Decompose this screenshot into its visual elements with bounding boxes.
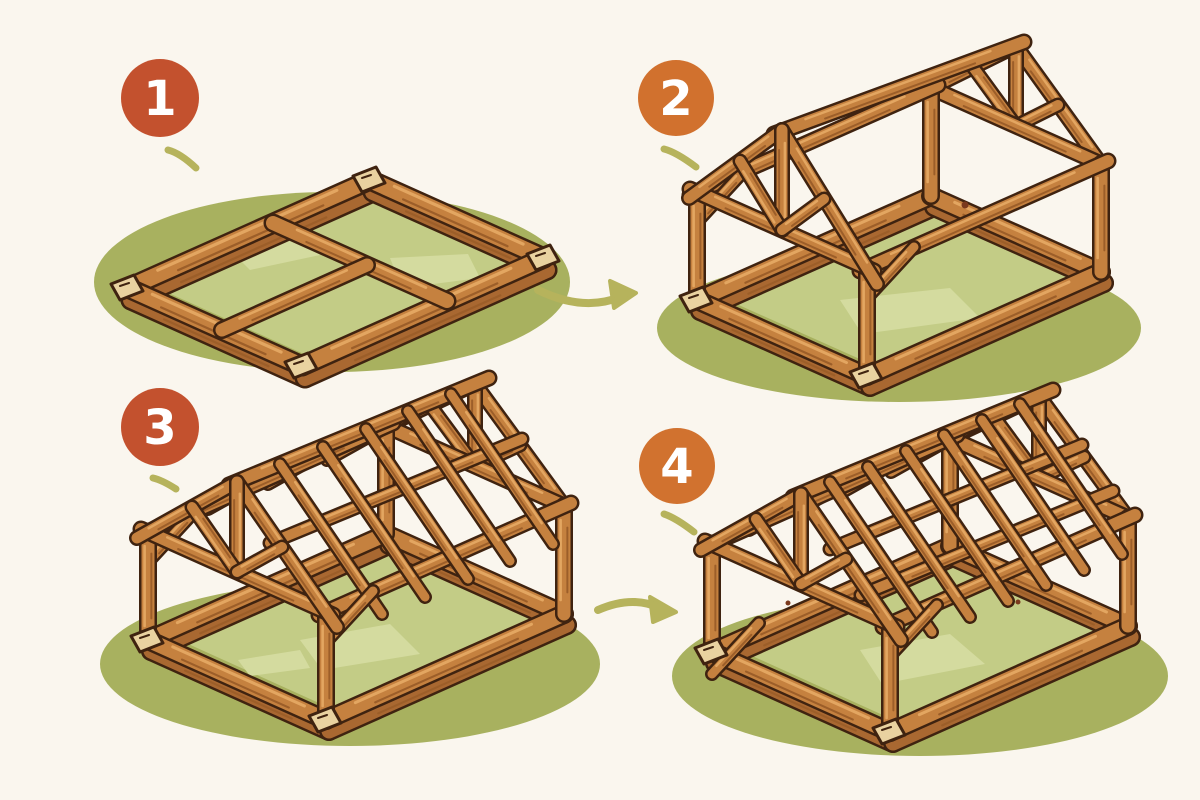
step-2-badge: 2 [638,60,714,136]
step-1-badge-circle [121,59,199,137]
step-4-badge: 4 [639,428,715,504]
step-2-number: 2 [659,71,692,127]
step-4-number: 4 [660,439,693,495]
step-4-badge-circle [639,428,715,504]
step-2-badge-circle [638,60,714,136]
step-3-badge: 3 [121,388,199,466]
step-1-illustration [94,165,570,389]
step-3-number: 3 [143,400,176,456]
accent-dashes [149,145,700,536]
step-2-illustration [657,33,1141,402]
step-3-illustration [100,369,600,746]
step-arrows [534,279,678,624]
step-3-badge-circle [121,388,199,466]
step-1-badge: 1 [121,59,199,137]
step-4-illustration [672,381,1168,756]
step-1-number: 1 [143,71,176,127]
